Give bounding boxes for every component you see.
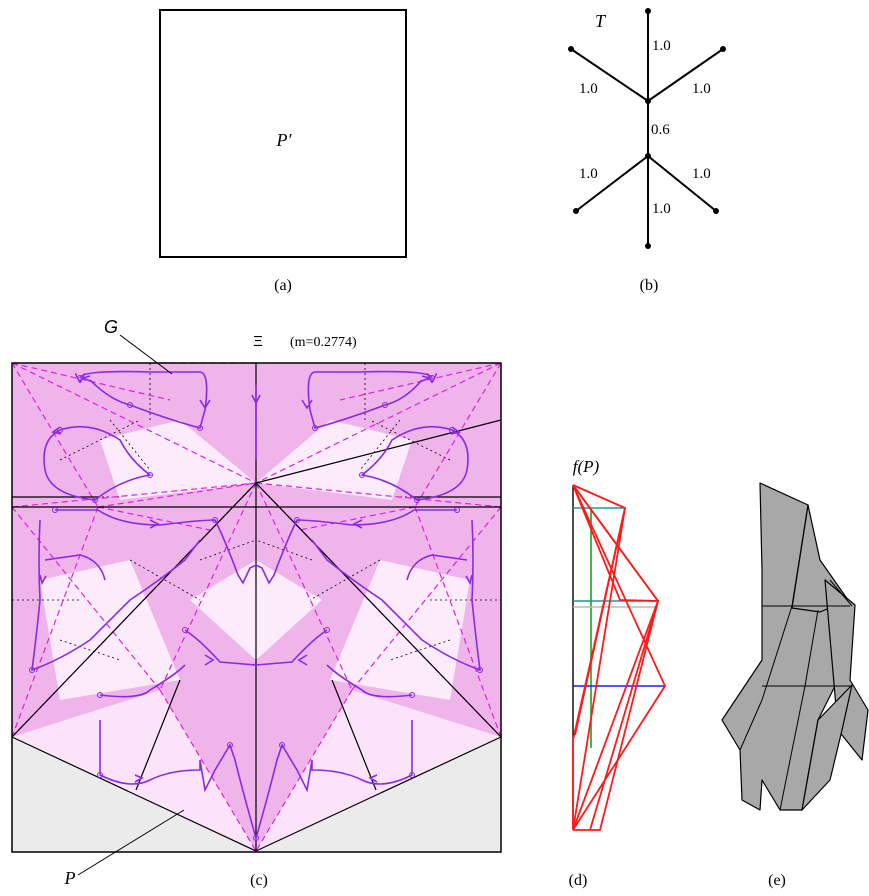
tree-edge-lower-right [647,155,717,212]
tree-edge-lower-left [575,155,649,212]
tree-node [573,208,579,214]
square-p-prime [159,9,407,258]
edge-label-upper-right: 1.0 [692,81,711,97]
graph-g-path [31,370,481,841]
panel-c: G Ξ (m=0.2774) P (c) [11,317,502,889]
xi-label: Ξ [253,333,263,350]
panel-b-caption: (b) [640,277,659,294]
panel-e-caption: (e) [768,872,786,889]
tree-node [645,98,651,104]
tree-node [645,8,651,14]
red-fold-lines [572,484,667,831]
paper-square-outline [11,362,502,853]
graph-g-pointer [119,334,173,375]
polygon-p-pointer [77,809,185,876]
square-p-prime-label: P′ [276,130,293,150]
edge-label-top: 1.0 [652,38,671,54]
edge-label-lower-right: 1.0 [692,166,711,182]
tree-node [645,243,651,249]
tree-node [713,208,719,214]
light-regions [40,420,470,700]
edge-label-middle: 0.6 [651,122,670,138]
graph-g-label: G [104,317,118,337]
outside-region-p [12,737,501,852]
panel-e: (e) [721,482,869,889]
panel-c-caption: (c) [250,872,268,889]
dotted-creases [12,363,501,661]
tree-node [645,153,651,159]
polygon-p-label: P [64,868,76,888]
tree-node [568,46,574,52]
tree-edges [570,11,724,246]
tree-nodes [568,8,726,249]
panel-b: T 1.0 1.0 1.0 0.6 1.0 1.0 1.0 (b) [568,8,726,294]
m-value-label: (m=0.2774) [290,335,357,350]
panel-a-caption: (a) [274,277,292,294]
graph-g-vertices [29,375,483,841]
tree-node [720,46,726,52]
tree-edge-upper-left [570,48,649,102]
folded-model-edges [739,504,853,811]
tree-edge-upper-right [647,48,724,102]
edge-label-bottom: 1.0 [652,201,671,217]
panel-a: P′ (a) [159,9,407,294]
edge-label-lower-left: 1.0 [579,166,598,182]
panel-d-caption: (d) [569,872,588,889]
folded-model [721,482,869,811]
edge-label-upper-left: 1.0 [579,81,598,97]
folded-state-title: f(P) [573,457,600,476]
panel-d: f(P) (d) [569,457,667,889]
tree-label: T [595,11,607,31]
